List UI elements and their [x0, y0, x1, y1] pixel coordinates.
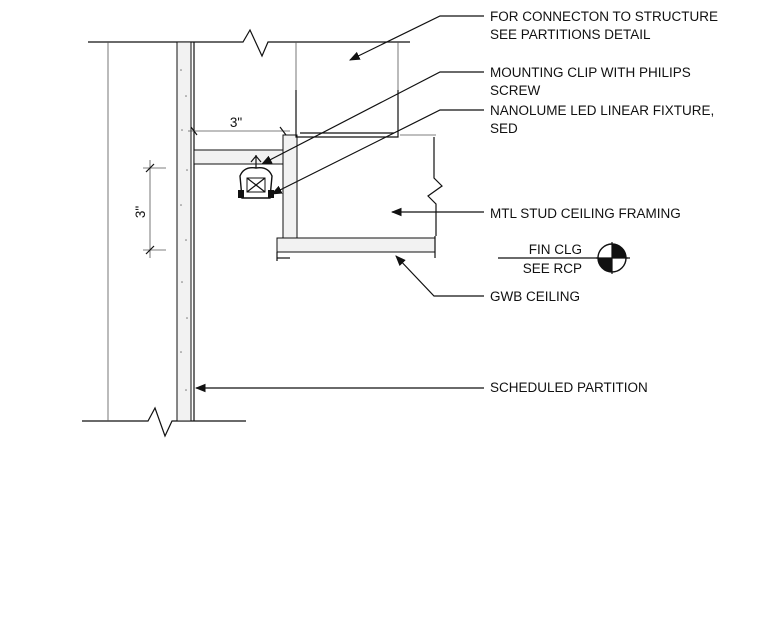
note-ceiling: GWB CEILING: [490, 289, 580, 304]
partition-gypsum-board: [176, 41, 192, 422]
elevation-label-top: FIN CLG: [529, 242, 582, 257]
note-clip-line1: MOUNTING CLIP WITH PHILIPS: [490, 65, 691, 80]
top-break-line: [88, 28, 410, 58]
mounting-bracket: [193, 149, 298, 165]
leader-clip: [261, 71, 484, 165]
horizontal-dimension: 3": [188, 115, 290, 136]
vertical-dimension: 3": [133, 160, 166, 258]
stud-track-top: [295, 90, 399, 138]
note-partition: SCHEDULED PARTITION: [490, 380, 648, 395]
note-structure-line2: SEE PARTITIONS DETAIL: [490, 27, 651, 42]
note-clip-line2: SCREW: [490, 83, 541, 98]
led-fixture: [238, 155, 274, 199]
framing-break: [427, 137, 443, 236]
note-fixture-line2: SED: [490, 121, 518, 136]
elevation-label-bottom: SEE RCP: [523, 261, 582, 276]
note-fixture-line1: NANOLUME LED LINEAR FIXTURE,: [490, 103, 714, 118]
note-structure-line1: FOR CONNECTON TO STRUCTURE: [490, 9, 718, 24]
leader-ceiling: [395, 255, 484, 297]
bottom-break-line: [82, 406, 246, 438]
gwb-ceiling: [276, 237, 436, 253]
note-framing: MTL STUD CEILING FRAMING: [490, 206, 681, 221]
dimension-label-vertical: 3": [133, 206, 148, 219]
elevation-marker: FIN CLG SEE RCP: [498, 242, 630, 276]
dimension-label-horizontal: 3": [230, 115, 243, 130]
leader-fixture: [271, 109, 484, 195]
stud-channel: [282, 134, 298, 239]
leader-structure: [349, 15, 484, 61]
partition-speckle: [180, 69, 188, 391]
